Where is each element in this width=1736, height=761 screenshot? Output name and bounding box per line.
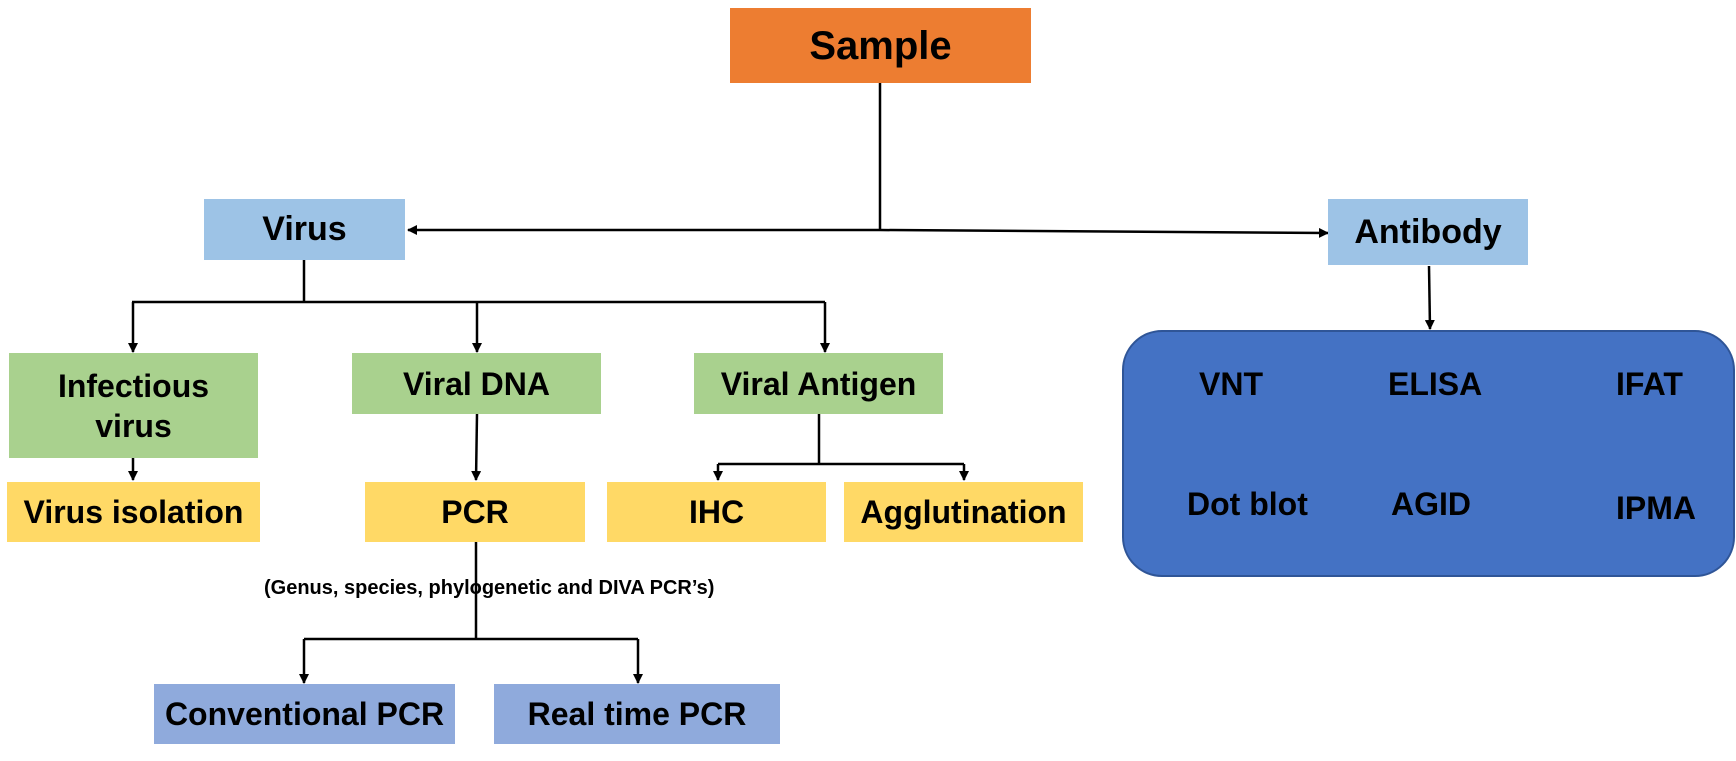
infectious-virus-label: Infectious virus [57,367,210,444]
viral-dna-label: Viral DNA [402,365,550,402]
arrow-to-antibody [879,227,1329,238]
test-vnt: VNT [1199,366,1263,402]
conventional-pcr-label: Conventional PCR [164,696,445,732]
infectious-virus-node: Infectious virus [9,353,258,458]
real-time-pcr-node: Real time PCR [494,684,780,744]
agglutination-label: Agglutination [860,494,1067,530]
test-ipma: IPMA [1616,490,1696,526]
viral-antigen-label: Viral Antigen [720,365,917,402]
viral-dna-node: Viral DNA [352,353,601,414]
viral-antigen-node: Viral Antigen [694,353,943,414]
test-ifat: IFAT [1616,366,1683,402]
test-elisa: ELISA [1388,366,1483,402]
antibody-label: Antibody [1354,212,1502,251]
conventional-pcr-node: Conventional PCR [154,684,455,744]
virus-isolation-label: Virus isolation [23,494,244,530]
ihc-label: IHC [688,494,745,530]
ihc-node: IHC [607,482,826,542]
sample-node: Sample [730,8,1031,83]
virus-label: Virus [262,210,347,249]
antibody-node: Antibody [1328,199,1528,265]
real-time-pcr-label: Real time PCR [527,696,747,732]
virus-node: Virus [204,199,405,260]
pcr-note: (Genus, species, phylogenetic and DIVA P… [264,577,715,599]
test-agid: AGID [1391,486,1471,522]
test-dot-blot: Dot blot [1187,486,1308,522]
antibody-tests-panel [1122,330,1735,577]
arrow-antibody-to-panel [1424,265,1435,330]
agglutination-node: Agglutination [844,482,1083,542]
virus-isolation-node: Virus isolation [7,482,260,542]
pcr-node: PCR [365,482,585,542]
arrow-to-pcr [471,413,482,481]
pcr-label: PCR [441,494,509,530]
sample-label: Sample [809,23,952,68]
